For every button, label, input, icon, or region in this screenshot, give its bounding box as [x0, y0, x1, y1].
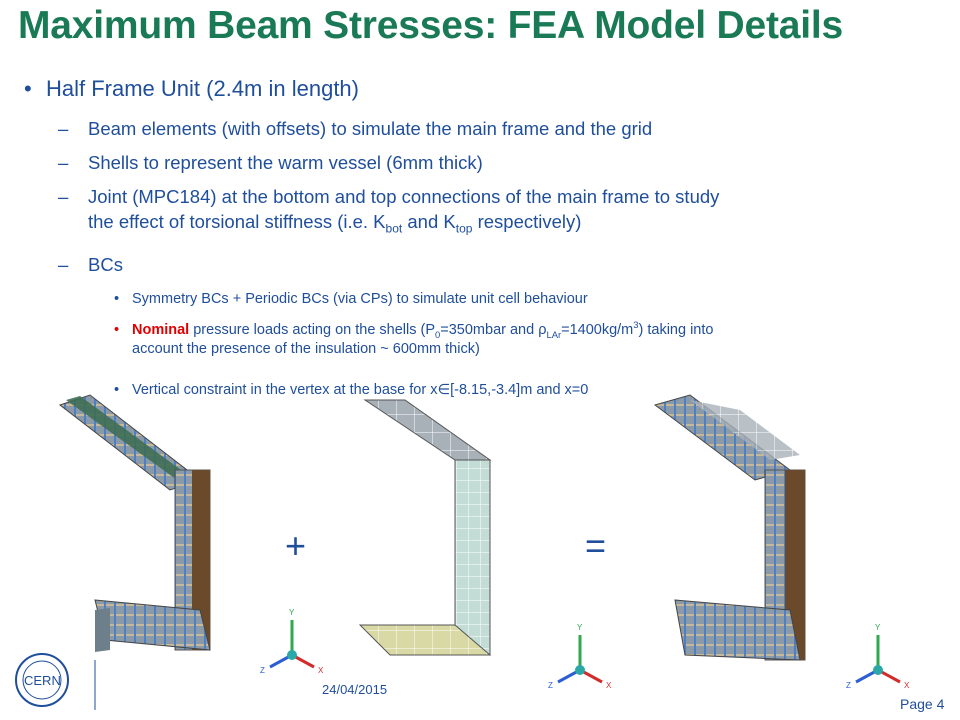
rho-subscript: LAr: [546, 328, 562, 340]
dash: –: [58, 118, 69, 139]
dash: –: [58, 254, 69, 275]
equals-sign: =: [585, 525, 606, 566]
subsub-text: Nominal pressure loads acting on the she…: [132, 319, 932, 359]
axis-x-label: X: [318, 666, 324, 675]
joint-line-1: Joint (MPC184) at the bottom and top con…: [88, 186, 720, 207]
axis-y-label: Y: [289, 608, 295, 617]
subbullet-text: Shells to represent the warm vessel (6mm…: [88, 152, 483, 173]
axis-x-label: X: [904, 681, 910, 690]
bullet-text: Half Frame Unit (2.4m in length): [46, 76, 359, 101]
joint-line-2a: the effect of torsional stiffness (i.e. …: [88, 211, 386, 232]
axis-triad-3: Y X Z: [846, 623, 910, 690]
slide-date: 24/04/2015: [322, 682, 388, 697]
subbullet-text: Beam elements (with offsets) to simulate…: [88, 118, 653, 139]
bullet-dot: •: [114, 322, 120, 338]
axis-z-label: Z: [846, 681, 851, 690]
axis-z-label: Z: [548, 681, 553, 690]
nominal-text-b: =350mbar and ρ: [440, 322, 547, 338]
nominal-text-d: ) taking into: [638, 322, 714, 338]
axis-x-label: X: [606, 681, 612, 690]
dash: –: [58, 152, 69, 173]
nominal-text-c: =1400kg/m: [561, 322, 634, 338]
bullet-dot: •: [114, 291, 120, 307]
subbullet-text: BCs: [88, 254, 123, 275]
joint-line-2c: respectively): [472, 211, 582, 232]
nominal-text-line2: account the presence of the insulation ~…: [132, 341, 480, 357]
axis-triad-1: Y X Z: [260, 608, 324, 675]
p0-subscript: 0: [435, 328, 441, 340]
axis-triad-2: Y X Z: [548, 623, 612, 690]
cern-logo-text: CERN: [24, 673, 61, 688]
cern-logo: CERN: [15, 653, 96, 710]
nominal-text-a: pressure loads acting on the shells (P: [189, 322, 436, 338]
plus-sign: +: [285, 525, 306, 566]
frame-beam-model: [58, 394, 211, 652]
axis-z-label: Z: [260, 666, 265, 675]
slide-title: Maximum Beam Stresses: FEA Model Details: [18, 4, 843, 47]
dash: –: [58, 186, 69, 207]
subsub-text: Vertical constraint in the vertex at the…: [132, 382, 589, 398]
shell-model: [358, 399, 492, 656]
joint-line-2b: and K: [402, 211, 456, 232]
page-number: Page 4: [900, 696, 945, 712]
k-bot-subscript: bot: [385, 221, 403, 236]
bullet-dot: •: [24, 76, 32, 101]
axis-y-label: Y: [577, 623, 583, 632]
cubed-superscript: 3: [633, 319, 639, 331]
axis-y-label: Y: [875, 623, 881, 632]
combined-model: [653, 394, 806, 661]
nominal-highlight: Nominal: [132, 322, 190, 338]
subsub-text: Symmetry BCs + Periodic BCs (via CPs) to…: [132, 291, 588, 307]
bullet-dot: •: [114, 382, 120, 398]
subbullet-text: Joint (MPC184) at the bottom and top con…: [88, 184, 938, 236]
k-top-subscript: top: [455, 221, 473, 236]
